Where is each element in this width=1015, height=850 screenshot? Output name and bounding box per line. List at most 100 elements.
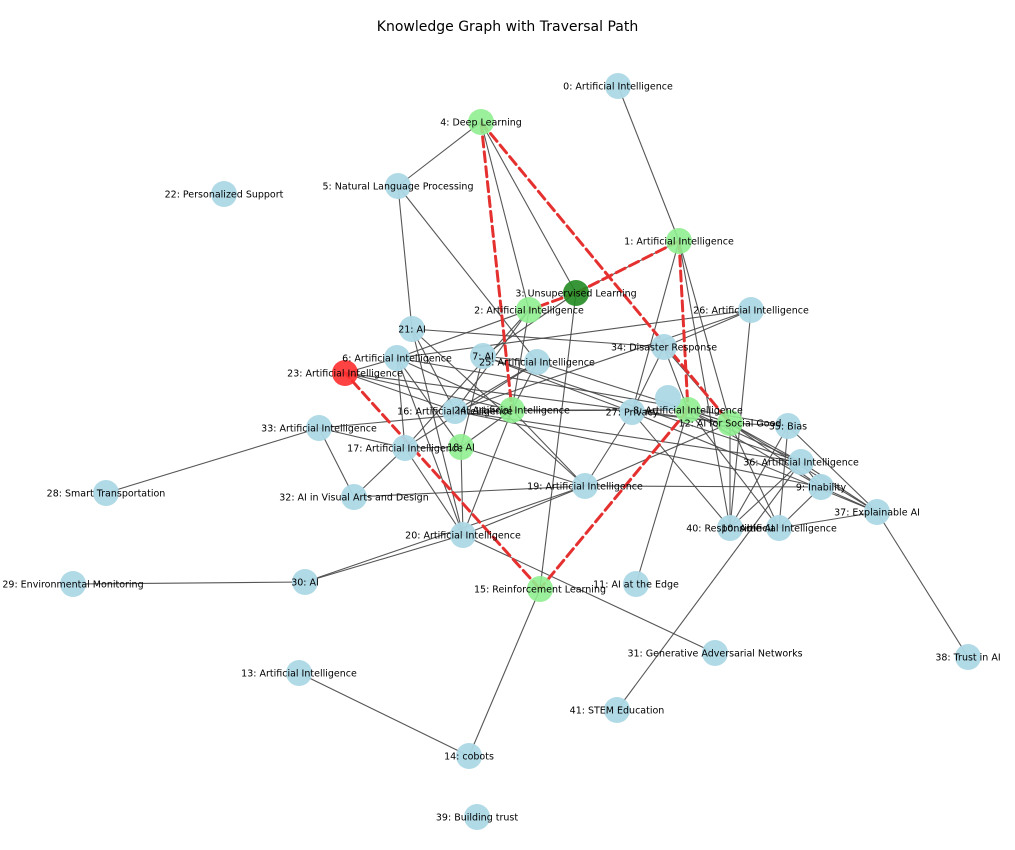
graph-node-25 — [524, 349, 550, 375]
graph-node-30 — [292, 569, 318, 595]
graph-node-23 — [332, 360, 358, 386]
graph-edge-23-12 — [344, 372, 731, 424]
node-label-16: 16: Artificial Intelligence — [397, 407, 513, 418]
graph-edge-5-25 — [397, 185, 538, 363]
graph-node-34 — [651, 334, 677, 360]
node-label-17: 17: Artificial Intelligence — [347, 444, 463, 455]
graph-edge-36-41 — [616, 461, 802, 711]
graph-node-22 — [211, 181, 237, 207]
path-edge-1-8 — [677, 239, 690, 412]
node-label-23: 23: Artificial Intelligence — [287, 369, 403, 380]
node-label-4: 4: Deep Learning — [440, 118, 522, 129]
graph-edge-26-6 — [396, 309, 752, 359]
graph-edge-19-20 — [462, 485, 586, 536]
node-label-11: 11: AI at the Edge — [593, 580, 679, 591]
graph-edge-12-9 — [729, 422, 822, 488]
node-label-40: 40: Responsible AI — [686, 524, 774, 535]
graph-edge-21-34 — [411, 328, 665, 348]
graph-node-5 — [385, 173, 411, 199]
graph-node-4 — [468, 109, 494, 135]
graph-edge-8-11 — [635, 409, 689, 585]
graph-node-3 — [563, 280, 589, 306]
path-edge-3-1 — [574, 239, 681, 295]
node-label-7: 7: AI — [472, 352, 494, 363]
graph-edge-5-21 — [397, 185, 413, 330]
graph-node-24 — [499, 397, 525, 423]
node-label-2: 2: Artificial Intelligence — [474, 306, 584, 317]
graph-edge-25-17 — [404, 361, 538, 449]
graph-edge-17-20 — [404, 447, 464, 536]
graph-edge-8-10 — [687, 409, 780, 529]
node-label-28: 28: Smart Transportation — [47, 489, 166, 500]
graph-node-13 — [286, 660, 312, 686]
node-label-36: 36: Artificial Intelligence — [743, 458, 859, 469]
graph-edge-4-5 — [397, 121, 482, 187]
graph-node-37 — [864, 499, 890, 525]
graph-edge-18-20 — [460, 446, 464, 536]
graph-edge-30-29 — [72, 581, 306, 585]
graph-edge-21-16 — [411, 328, 456, 412]
node-label-41: 41: STEM Education — [570, 706, 665, 717]
node-label-21: 21: AI — [398, 325, 426, 336]
graph-edge-35-37 — [787, 425, 878, 513]
path-edge-8-15 — [538, 408, 690, 591]
graph-node-15 — [527, 576, 553, 602]
node-label-31: 31: Generative Adversarial Networks — [627, 649, 802, 660]
graph-node-21 — [399, 316, 425, 342]
graph-node-2 — [516, 297, 542, 323]
node-label-35: 35: Bias — [769, 422, 807, 433]
node-label-18: 18: AI — [447, 443, 475, 454]
node-label-29: 29: Environmental Monitoring — [2, 580, 143, 591]
graph-node-33 — [306, 415, 332, 441]
graph-node-7 — [470, 343, 496, 369]
graph-node-39 — [464, 804, 490, 830]
node-label-33: 33: Artificial Intelligence — [261, 424, 377, 435]
nodes-layer — [60, 73, 981, 830]
graph-edge-0-1 — [617, 85, 680, 242]
path-edge-4-24 — [479, 120, 514, 412]
graph-edge-35-40 — [729, 425, 789, 529]
graph-node-16 — [442, 398, 468, 424]
graph-title: Knowledge Graph with Traversal Path — [376, 19, 639, 35]
node-label-9: 9: Inability — [796, 483, 847, 494]
graph-node-1 — [666, 228, 692, 254]
graph-node-29 — [60, 571, 86, 597]
graph-edge-19-32 — [353, 485, 586, 498]
graph-edge-2-6 — [396, 309, 530, 359]
graph-edge-12-10 — [729, 422, 780, 529]
node-label-5: 5: Natural Language Processing — [323, 182, 474, 193]
graph-edge-12-19 — [584, 422, 731, 487]
node-label-27: 27: Privacy — [606, 408, 659, 419]
graph-edge-24-19 — [511, 409, 586, 487]
node-label-39: 39: Building trust — [436, 813, 518, 824]
node-label-25: 25: Artificial Intelligence — [479, 358, 595, 369]
path-edge-15-23 — [343, 371, 542, 591]
graph-edge-4-2 — [480, 121, 530, 311]
graph-edge-23-24 — [344, 372, 513, 411]
node-label-34: 34: Disaster Response — [611, 343, 717, 354]
node-label-20: 20: Artificial Intelligence — [405, 531, 521, 542]
node-label-32: 32: AI in Visual Arts and Design — [279, 493, 428, 504]
path-edge-4-12 — [479, 120, 732, 425]
graph-node-38 — [955, 644, 981, 670]
graph-edge-12-36 — [729, 422, 802, 463]
graph-edge-20-30 — [304, 534, 464, 583]
graph-node-0 — [605, 73, 631, 99]
graph-edge-1-12 — [678, 240, 731, 424]
graph-edge-36-37 — [800, 461, 878, 513]
graph-node-20 — [450, 522, 476, 548]
node-label-12: 12: AI for Social Good — [679, 419, 782, 430]
graph-edge-33-24 — [318, 409, 513, 429]
graph-node-10 — [766, 515, 792, 541]
graph-edge-25-16 — [454, 361, 538, 412]
graph-node-27 — [619, 399, 645, 425]
graph-edge-35-10 — [778, 425, 789, 529]
graph-node-17 — [392, 435, 418, 461]
node-label-13: 13: Artificial Intelligence — [241, 669, 357, 680]
node-label-24: 24: Artificial Intelligence — [454, 406, 570, 417]
graph-edge-6-24 — [396, 357, 513, 411]
node-label-10: 10: Artificial Intelligence — [721, 524, 837, 535]
graph-node-19 — [572, 473, 598, 499]
node-label-8: 8: Artificial Intelligence — [633, 406, 743, 417]
graph-node-26 — [738, 297, 764, 323]
